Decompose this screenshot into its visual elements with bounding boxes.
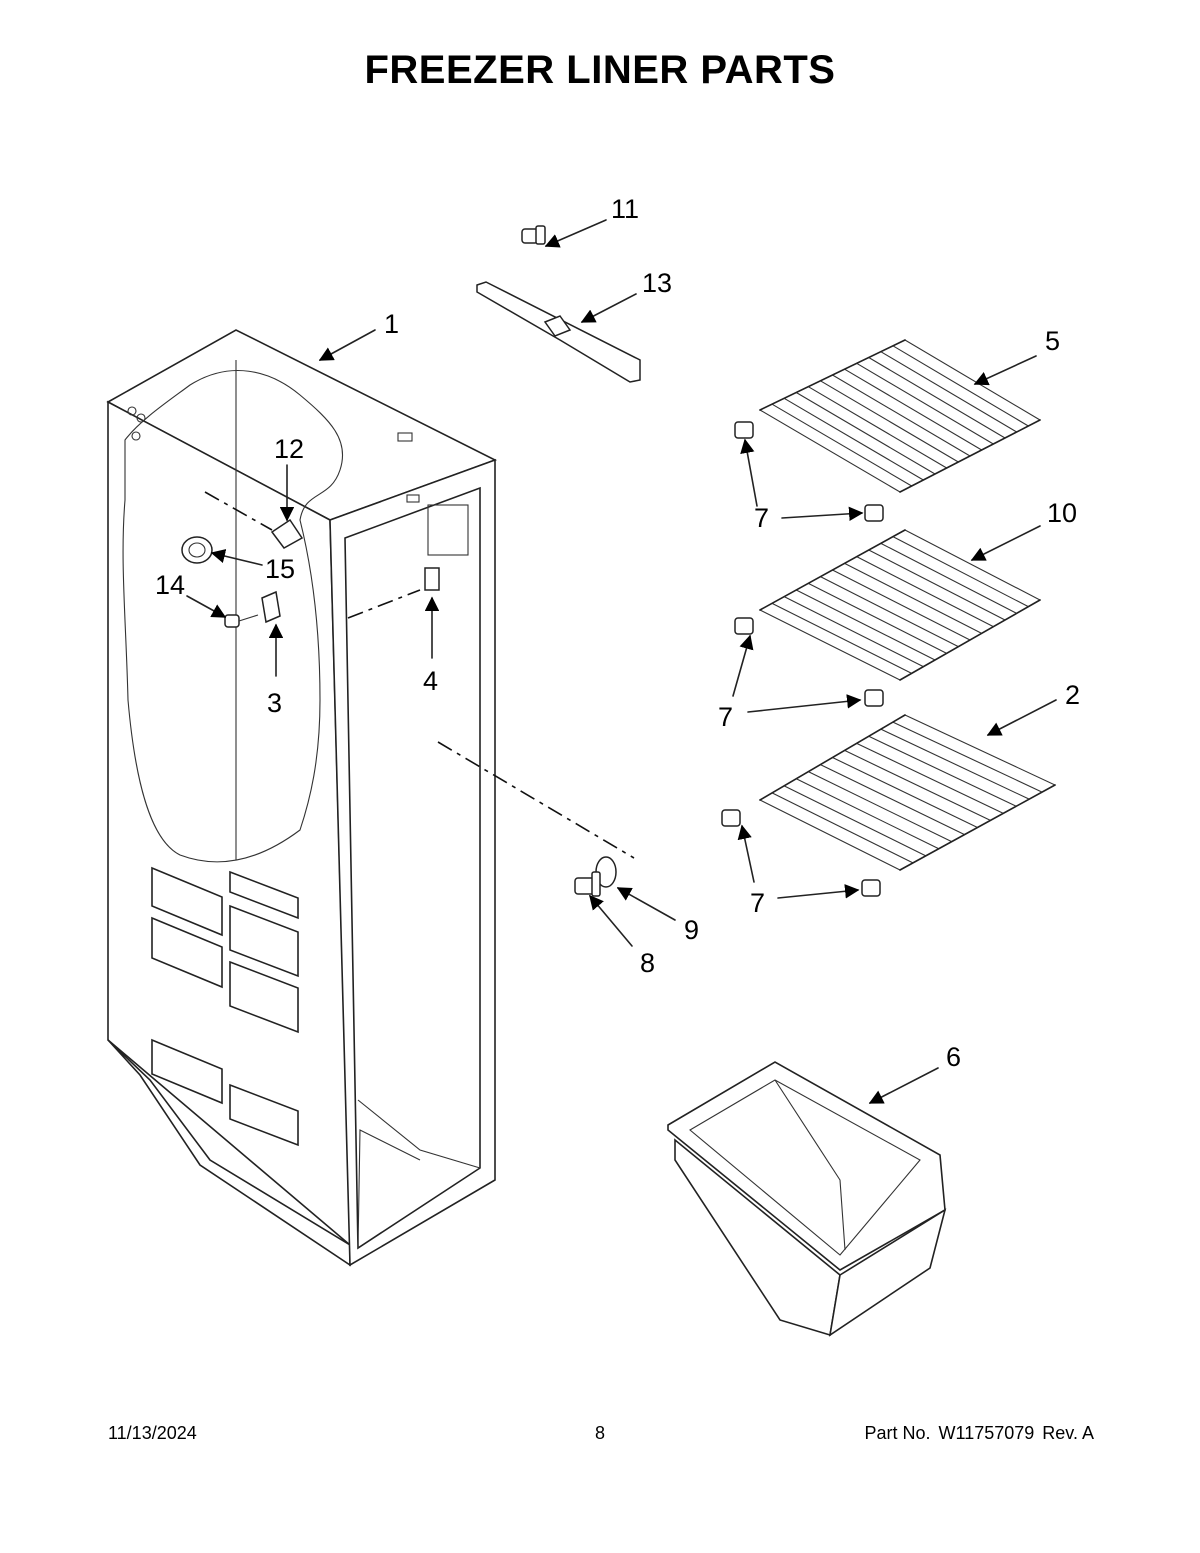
damper-15 — [181, 536, 213, 564]
callout-7: 7 — [754, 503, 769, 533]
liner-opening — [344, 486, 481, 1250]
callout-5: 5 — [1045, 326, 1060, 356]
shelf-support-12 — [270, 518, 304, 549]
shelf-wire — [783, 785, 927, 857]
freezer-bin-6 — [667, 1061, 947, 1337]
shelf-stud-icon — [861, 879, 881, 897]
bracket-13 — [476, 281, 641, 383]
shelf-wire — [783, 596, 924, 668]
shelf-wire — [771, 602, 912, 674]
shelf-wire — [856, 362, 994, 445]
shelf-wire — [771, 403, 912, 487]
shelf-wire — [856, 556, 994, 628]
shelf-wire — [820, 576, 959, 648]
shelf-wire — [844, 562, 982, 634]
footer-part-label: Part No. — [864, 1423, 931, 1443]
liner-vent-panels — [151, 866, 299, 1147]
footer-date: 11/13/2024 — [108, 1423, 197, 1443]
callout-11: 11 — [611, 194, 639, 224]
bracket-3 — [261, 590, 281, 624]
shelf-wire — [808, 771, 952, 843]
shelf-wire — [892, 345, 1029, 427]
shelf-wire — [868, 735, 1017, 807]
callout-1: 1 — [384, 309, 399, 339]
shelf-wire — [808, 582, 947, 654]
callout-2: 2 — [1065, 680, 1080, 710]
callout-12: 12 — [274, 434, 304, 464]
shelf-wire — [832, 757, 978, 828]
callout-3: 3 — [267, 688, 282, 718]
shelf-wire — [795, 392, 936, 475]
shelf-wire — [868, 357, 1006, 439]
shelf-wire — [880, 542, 1017, 614]
callout-leaders — [186, 219, 1057, 1104]
callout-4: 4 — [423, 666, 438, 696]
shelf-wire — [796, 589, 936, 661]
shelf-wire — [783, 397, 924, 481]
callout-8: 8 — [640, 948, 655, 978]
callout-6: 6 — [946, 1042, 961, 1072]
shelf-stud-icon — [734, 421, 754, 439]
shelf-wire — [892, 721, 1043, 793]
shelf-wire — [808, 386, 947, 469]
shelf-wire — [820, 764, 965, 836]
shelf-wire — [771, 792, 914, 864]
shelf-stud-icon — [721, 809, 741, 827]
support-4 — [424, 567, 440, 591]
shelf-wire — [844, 368, 982, 451]
footer-part-info: Part No. W11757079 Rev. A — [857, 1423, 1094, 1444]
stud-8 — [574, 871, 601, 897]
shelf-stud-icon — [734, 617, 754, 635]
shelf-10 — [734, 529, 1042, 707]
callout-7: 7 — [750, 888, 765, 918]
footer-page-number: 8 — [594, 1423, 605, 1443]
page-title: FREEZER LINER PARTS — [364, 48, 836, 92]
shelf-wire — [832, 569, 971, 641]
shelf-wire — [856, 742, 1004, 814]
shelf-5 — [734, 339, 1042, 522]
callout-7: 7 — [718, 702, 733, 732]
callout-10: 10 — [1047, 498, 1077, 528]
screw-14 — [224, 614, 259, 628]
callout-13: 13 — [642, 268, 672, 298]
shelf-wire — [880, 728, 1030, 800]
shelf-wire — [868, 549, 1006, 621]
liner-foam-outline — [122, 369, 344, 863]
shelf-2 — [721, 714, 1057, 897]
shelf-wire — [844, 749, 991, 821]
freezer-liner — [106, 329, 498, 1267]
screw-11 — [521, 225, 546, 245]
shelf-wire — [880, 351, 1017, 433]
footer-part-number: W11757079 — [938, 1423, 1035, 1443]
callout-9: 9 — [684, 915, 699, 945]
shelf-wire — [796, 778, 939, 850]
shelf-stud-icon — [864, 689, 884, 707]
shelf-wire — [892, 536, 1029, 608]
footer-revision: Rev. A — [1042, 1423, 1094, 1443]
shelf-wire — [832, 374, 971, 457]
shelf-wire — [820, 380, 959, 463]
callout-15: 15 — [265, 554, 295, 584]
liner-back-side — [107, 400, 351, 1247]
shelf-stud-icon — [864, 504, 884, 522]
callout-14: 14 — [155, 570, 185, 600]
